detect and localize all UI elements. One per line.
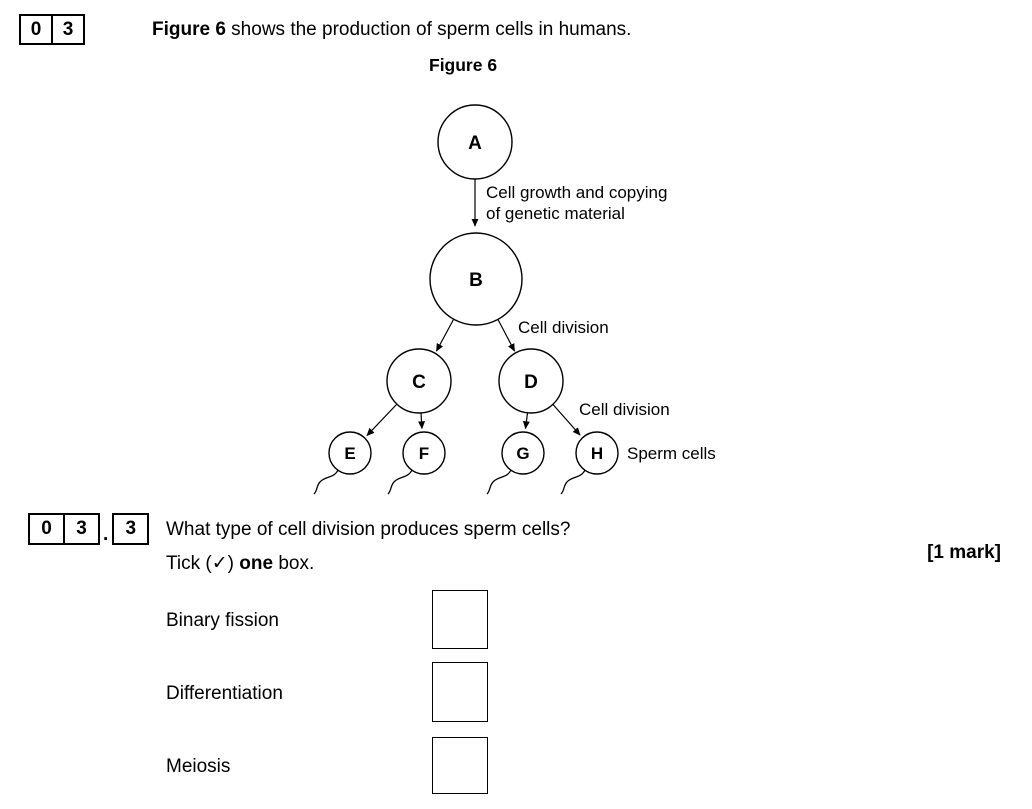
tick-mid: ): [227, 553, 240, 574]
cell-c-circle: [386, 348, 452, 414]
cell-d-label: D: [524, 372, 538, 393]
cell-f-circle: [402, 431, 446, 475]
sperm-tail-f: [387, 469, 413, 495]
arrow-d-to-g: [522, 412, 530, 430]
subquestion-part-digit: 3: [112, 513, 150, 545]
checkbox-differentiation[interactable]: [432, 662, 488, 722]
option-label-binary-fission: Binary fission: [166, 610, 279, 631]
growth-label-line2: of genetic material: [486, 204, 625, 223]
sperm-cells-label: Sperm cells: [627, 444, 716, 463]
tick-pre: Tick (: [166, 553, 212, 574]
question-digit-2: 3: [51, 14, 85, 45]
cell-e-circle: [328, 431, 372, 475]
question-number-box: 0 3: [19, 14, 85, 45]
subquestion-digit-1: 0: [28, 513, 65, 545]
marks-badge: [1 mark]: [927, 542, 1001, 563]
cell-e-label: E: [344, 444, 355, 463]
option-label-differentiation: Differentiation: [166, 683, 283, 704]
option-label-meiosis: Meiosis: [166, 756, 231, 777]
subquestion-digit-2: 3: [63, 513, 100, 545]
sperm-tail-h: [560, 469, 586, 495]
tick-check-icon: ✓: [211, 553, 228, 574]
arrow-d-to-h: [552, 404, 581, 436]
cell-g-circle: [501, 431, 545, 475]
figure-title: Figure 6: [429, 55, 498, 75]
cell-h-circle: [575, 431, 619, 475]
sperm-tail-g: [486, 469, 512, 495]
cell-b-circle: [429, 232, 523, 326]
cell-division-label-2: Cell division: [579, 400, 670, 419]
arrow-b-to-c: [435, 319, 455, 352]
arrow-c-to-f: [418, 412, 426, 430]
arrow-c-to-e: [366, 403, 398, 437]
checkbox-meiosis[interactable]: [432, 737, 488, 794]
subquestion-text: What type of cell division produces sper…: [166, 519, 571, 540]
intro-bold-figure-ref: Figure 6: [152, 19, 226, 40]
cell-division-label-1: Cell division: [518, 318, 609, 337]
cell-f-label: F: [419, 444, 429, 463]
intro-text: Figure 6 shows the production of sperm c…: [152, 16, 631, 43]
cell-a-label: A: [468, 133, 482, 154]
cell-g-label: G: [516, 444, 529, 463]
intro-rest: shows the production of sperm cells in h…: [225, 19, 632, 40]
arrow-b-to-d: [497, 319, 516, 352]
cell-b-label: B: [469, 270, 483, 291]
tick-post: box.: [273, 553, 315, 574]
cell-a-circle: [437, 104, 513, 180]
subquestion-number-box: 0 3 . 3: [28, 513, 150, 545]
growth-label-line1: Cell growth and copying: [486, 183, 667, 202]
sperm-tail-e: [313, 469, 339, 495]
tick-instruction: Tick (✓) one box.: [166, 550, 314, 577]
question-number-separator: .: [103, 524, 109, 545]
question-digit-1: 0: [19, 14, 53, 45]
tick-bold-one: one: [239, 553, 274, 574]
cell-division-diagram: A B C D E F G H Cell growth and copying …: [313, 104, 716, 495]
cell-d-circle: [498, 348, 564, 414]
cell-c-label: C: [412, 372, 426, 393]
cell-h-label: H: [591, 444, 603, 463]
checkbox-binary-fission[interactable]: [432, 590, 488, 649]
